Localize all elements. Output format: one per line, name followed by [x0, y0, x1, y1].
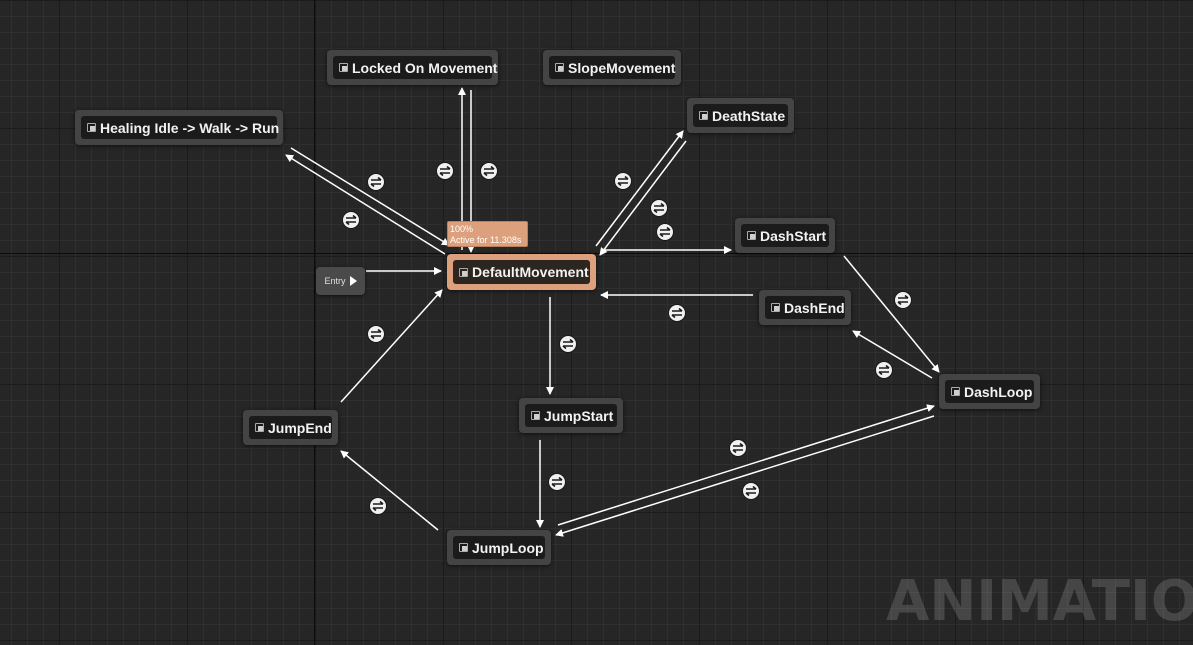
transition-jumploop-to-dashloop[interactable] [557, 404, 935, 526]
state-node-icon [555, 63, 564, 72]
state-node-icon [771, 303, 780, 312]
active-state-weight: 100% [450, 224, 474, 234]
transition-rule-icon[interactable] [656, 223, 674, 241]
graph-origin-horizontal [0, 253, 1193, 254]
transition-jumpend-to-default[interactable] [340, 289, 443, 403]
state-label: JumpLoop [472, 539, 544, 556]
state-dash-end[interactable]: DashEnd [759, 290, 851, 325]
entry-node[interactable]: Entry [316, 267, 365, 295]
transition-rule-icon[interactable] [367, 173, 385, 191]
state-jump-loop[interactable]: JumpLoop [447, 530, 551, 565]
state-label: Locked On Movement [352, 59, 498, 76]
state-label: DashEnd [784, 299, 845, 316]
transition-jumploop-to-jumpend[interactable] [340, 450, 439, 531]
state-label: DashStart [760, 227, 827, 244]
state-healing-idle-walk-run[interactable]: Healing Idle -> Walk -> Run [75, 110, 283, 145]
state-jump-start[interactable]: JumpStart [519, 398, 623, 433]
state-label: Healing Idle -> Walk -> Run [100, 119, 280, 136]
transition-rule-icon[interactable] [367, 325, 385, 343]
transition-rule-icon[interactable] [548, 473, 566, 491]
entry-label: Entry [324, 276, 346, 286]
state-node-icon [459, 267, 468, 277]
state-label: DefaultMovement [472, 264, 589, 280]
active-state-info: 100% Active for 11.308s [447, 221, 528, 247]
transition-rule-icon[interactable] [436, 162, 454, 180]
state-node-icon [699, 111, 708, 120]
state-dash-start[interactable]: DashStart [735, 218, 835, 253]
transition-dashloop-to-jumploop[interactable] [555, 415, 935, 537]
entry-arrow-icon [349, 276, 357, 286]
transition-rule-icon[interactable] [369, 497, 387, 515]
state-node-icon [87, 123, 96, 132]
transition-rule-icon[interactable] [559, 335, 577, 353]
transition-rule-icon[interactable] [729, 439, 747, 457]
state-node-icon [339, 63, 348, 72]
transition-rule-icon[interactable] [650, 199, 668, 217]
state-node-icon [951, 387, 960, 396]
graph-origin-vertical [314, 0, 315, 645]
active-state-duration: Active for 11.308s [450, 235, 522, 245]
transition-death-to-default[interactable] [599, 140, 687, 256]
state-death-state[interactable]: DeathState [687, 98, 794, 133]
transition-healing-to-default[interactable] [290, 147, 450, 246]
transition-rule-icon[interactable] [668, 304, 686, 322]
state-node-icon [747, 231, 756, 240]
state-label: DashLoop [964, 383, 1033, 400]
transition-dashloop-to-dashend[interactable] [852, 330, 933, 379]
state-label: DeathState [712, 107, 786, 124]
state-label: SlopeMovement [568, 59, 676, 76]
transition-rule-icon[interactable] [742, 482, 760, 500]
transition-rule-icon[interactable] [875, 361, 893, 379]
state-label: JumpEnd [268, 419, 332, 436]
transition-dashstart-to-dashloop[interactable] [843, 255, 940, 373]
transition-rule-icon[interactable] [342, 211, 360, 229]
state-node-icon [459, 543, 468, 552]
transition-default-to-healing[interactable] [285, 154, 446, 255]
state-default-movement[interactable]: DefaultMovement [447, 254, 596, 290]
transition-default-to-death[interactable] [595, 130, 684, 247]
state-locked-on-movement[interactable]: Locked On Movement [327, 50, 498, 85]
transition-rule-icon[interactable] [894, 291, 912, 309]
transition-rule-icon[interactable] [480, 162, 498, 180]
transition-rule-icon[interactable] [614, 172, 632, 190]
state-slope-movement[interactable]: SlopeMovement [543, 50, 681, 85]
state-node-icon [531, 411, 540, 420]
state-node-icon [255, 423, 264, 432]
state-dash-loop[interactable]: DashLoop [939, 374, 1040, 409]
state-label: JumpStart [544, 407, 614, 424]
graph-type-watermark: ANIMATION [886, 569, 1193, 634]
state-jump-end[interactable]: JumpEnd [243, 410, 338, 445]
